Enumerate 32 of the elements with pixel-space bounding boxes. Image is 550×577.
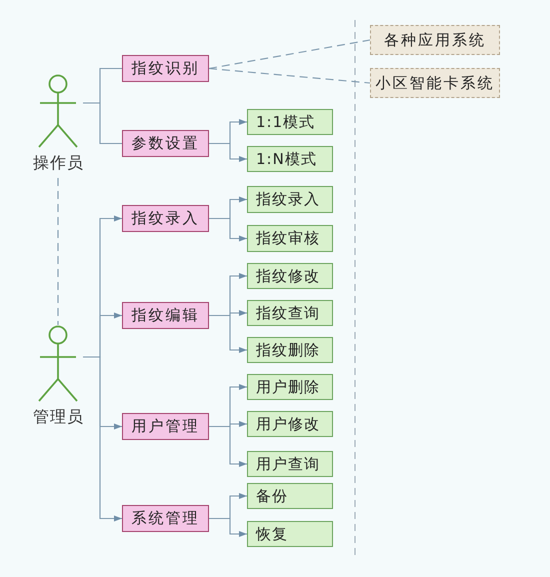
- arrow: [209, 426, 247, 467]
- connector: [83, 102, 122, 144]
- subfunction-box: 备份: [247, 483, 333, 509]
- subfunction-box: 指纹审核: [247, 225, 333, 252]
- function-box: 系统管理: [122, 505, 209, 532]
- arrow: [209, 518, 247, 537]
- function-box: 参数设置: [122, 130, 209, 157]
- arrow: [209, 314, 247, 353]
- arrow: [209, 142, 247, 162]
- function-box: 用户管理: [122, 413, 209, 440]
- subfunction-box: 指纹录入: [247, 186, 333, 213]
- subfunction-box: 指纹删除: [247, 337, 333, 363]
- subfunction-box: 1:N模式: [247, 146, 333, 172]
- actor-label: 操作员: [33, 153, 83, 174]
- subfunction-box: 指纹修改: [247, 263, 333, 289]
- actor-label: 管理员: [33, 407, 83, 428]
- function-box: 指纹录入: [122, 205, 209, 232]
- subfunction-box: 用户查询: [247, 451, 333, 477]
- function-box: 指纹编辑: [122, 302, 209, 329]
- function-box: 指纹识别: [122, 55, 209, 82]
- subfunction-box: 用户修改: [247, 411, 333, 437]
- dashed-connector: [57, 178, 59, 325]
- subfunction-box: 指纹查询: [247, 300, 333, 326]
- dashed-connector: [208, 39, 370, 70]
- subfunction-box: 用户删除: [247, 374, 333, 400]
- system-box: 各种应用系统: [370, 25, 500, 55]
- subfunction-box: 恢复: [247, 521, 333, 547]
- subfunction-box: 1:1模式: [247, 109, 333, 135]
- dashed-connector: [208, 68, 370, 84]
- system-box: 小区智能卡系统: [370, 68, 500, 98]
- arrow: [83, 356, 122, 522]
- arrow: [209, 218, 247, 242]
